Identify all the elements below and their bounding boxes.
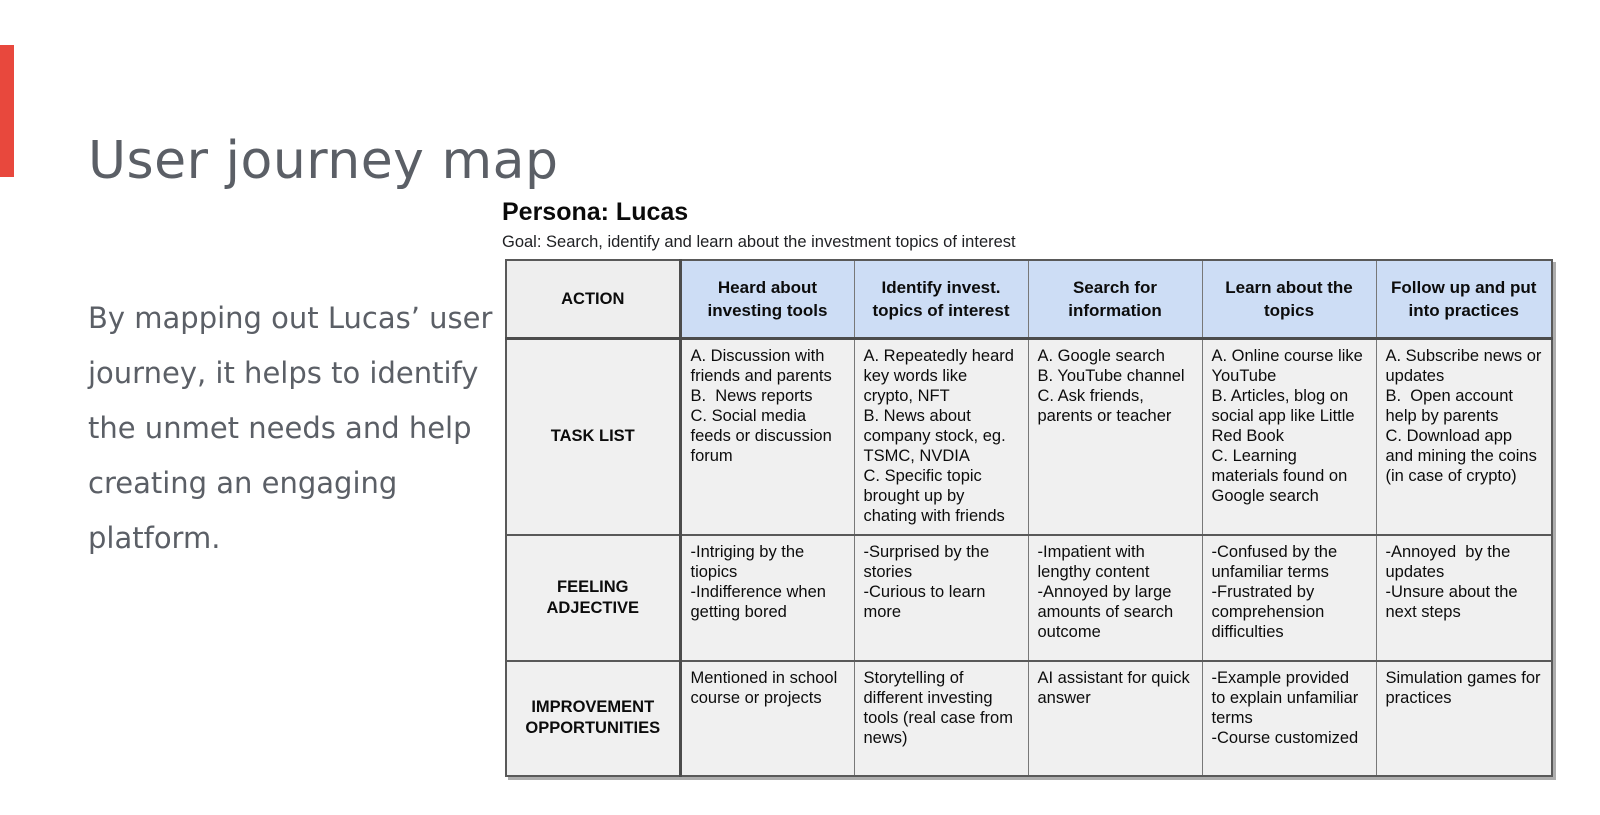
table-cell: -Surprised by the stories -Curious to le… — [853, 533, 1029, 661]
row-label-improvement-opportunities: IMPROVEMENT OPPORTUNITIES — [505, 659, 682, 776]
table-cell: -Impatient with lengthy content -Annoyed… — [1027, 533, 1203, 661]
stage-header-identify-topics: Identify invest. topics of interest — [853, 259, 1029, 340]
table-cell: -Annoyed by the updates -Unsure about th… — [1375, 533, 1553, 661]
page-title: User journey map — [88, 130, 559, 191]
table-cell: -Confused by the unfamiliar terms -Frust… — [1201, 533, 1377, 661]
table-cell: A. Subscribe news or updates B. Open acc… — [1375, 337, 1553, 535]
row-label-task-list: TASK LIST — [505, 337, 682, 535]
table-cell: -Intriging by the tiopics -Indifference … — [679, 533, 855, 661]
row-label-feeling-adjective: FEELING ADJECTIVE — [505, 533, 682, 661]
slide-description: By mapping out Lucas’ user journey, it h… — [88, 301, 493, 555]
stage-header-heard-about: Heard about investing tools — [679, 259, 855, 340]
table-cell: A. Google search B. YouTube channel C. A… — [1027, 337, 1203, 535]
stage-header-search-information: Search for information — [1027, 259, 1203, 340]
table-row-feeling-adjective: FEELING ADJECTIVE -Intriging by the tiop… — [505, 533, 1553, 661]
table-row-task-list: TASK LIST A. Discussion with friends and… — [505, 337, 1553, 535]
table-cell: Simulation games for practices — [1375, 659, 1553, 776]
table-row-improvement-opportunities: IMPROVEMENT OPPORTUNITIES Mentioned in s… — [505, 659, 1553, 776]
user-journey-table: ACTION Heard about investing tools Ident… — [505, 259, 1553, 777]
table-header-row: ACTION Heard about investing tools Ident… — [505, 259, 1553, 340]
table-cell: A. Online course like YouTube B. Article… — [1201, 337, 1377, 535]
table-cell: A. Discussion with friends and parents B… — [679, 337, 855, 535]
persona-heading: Persona: Lucas — [502, 198, 689, 226]
stage-header-follow-up: Follow up and put into practices — [1375, 259, 1553, 340]
table-cell: Storytelling of different investing tool… — [853, 659, 1029, 776]
table-cell: -Example provided to explain unfamiliar … — [1201, 659, 1377, 776]
persona-goal: Goal: Search, identify and learn about t… — [502, 233, 1016, 251]
stage-header-learn-topics: Learn about the topics — [1201, 259, 1377, 340]
red-accent-bar — [0, 45, 14, 177]
table-cell: A. Repeatedly heard key words like crypt… — [853, 337, 1029, 535]
table-cell: AI assistant for quick answer — [1027, 659, 1203, 776]
action-header-cell: ACTION — [505, 259, 682, 340]
table-cell: Mentioned in school course or projects — [679, 659, 855, 776]
